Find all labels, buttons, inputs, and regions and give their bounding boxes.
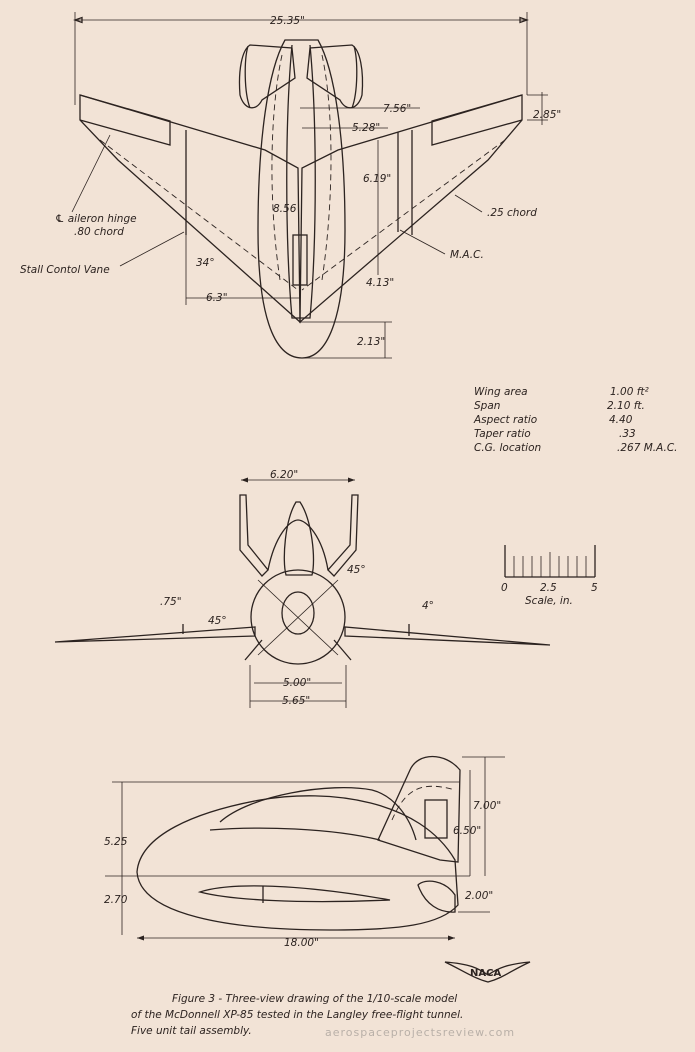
scale-tick-0: 0	[501, 582, 508, 594]
dim-285: 2.85"	[533, 109, 561, 121]
dim-528: 5.28"	[352, 122, 380, 134]
left-tail-fin-top	[238, 44, 296, 109]
right-aileron	[431, 94, 523, 146]
scale-label: Scale, in.	[525, 595, 573, 607]
dim-200: 2.00"	[465, 890, 493, 902]
top-view: 25.35" 7.56" 5.28" 2.85"	[20, 12, 561, 359]
scale-bar: 0 2.5 5 Scale, in.	[501, 545, 598, 607]
watermark: aerospaceprojectsreview.com	[325, 1026, 515, 1039]
spec-label-cg: C.G. location	[474, 442, 541, 454]
dim-650: 6.50"	[453, 825, 481, 837]
dim-620: 6.20"	[270, 469, 298, 481]
angle-45-lower: 45°	[208, 615, 227, 627]
dim-565: 5.65"	[282, 695, 310, 707]
spec-value-wing-area: 1.00 ft²	[610, 386, 650, 398]
spec-value-span: 2.10 ft.	[607, 400, 645, 412]
dim-270: 2.70	[104, 894, 128, 906]
spec-value-cg: .267 M.A.C.	[617, 442, 678, 454]
front-right-fin	[327, 494, 359, 577]
naca-logo: NACA	[444, 961, 531, 983]
spec-label-span: Span	[474, 400, 500, 412]
angle-45-upper: 45°	[347, 564, 366, 576]
side-tail-fin	[377, 756, 461, 863]
naca-logo-text: NACA	[470, 968, 501, 979]
spec-value-taper: .33	[619, 428, 636, 440]
specifications-table: Wing area 1.00 ft² Span 2.10 ft. Aspect …	[473, 386, 678, 454]
dim-856: 8.56	[273, 203, 297, 215]
label-aileron-hinge: ℄ aileron hinge	[55, 213, 137, 225]
front-right-wing	[344, 626, 551, 646]
spec-value-aspect: 4.40	[609, 414, 633, 426]
caption-line-1: Figure 3 - Three-view drawing of the 1/1…	[172, 993, 457, 1005]
label-aileron-chord: .80 chord	[74, 226, 124, 238]
spec-label-wing-area: Wing area	[474, 386, 528, 398]
front-view: 6.20" 45° 45° .75" 4° 5.00" 5.65"	[54, 469, 551, 708]
dim-213: 2.13"	[357, 336, 385, 348]
label-quarter-chord: .25 chord	[487, 207, 537, 219]
front-left-fin	[239, 494, 269, 577]
label-stall-vane: Stall Contol Vane	[20, 264, 110, 276]
front-fuselage	[250, 569, 346, 665]
spec-label-taper: Taper ratio	[474, 428, 531, 440]
dim-525: 5.25	[104, 836, 128, 848]
left-aileron	[79, 94, 171, 146]
figure-caption: Figure 3 - Three-view drawing of the 1/1…	[131, 993, 463, 1037]
scale-tick-5: 5	[591, 582, 598, 594]
spec-label-aspect: Aspect ratio	[473, 414, 537, 426]
dim-500: 5.00"	[283, 677, 311, 689]
label-mac: M.A.C.	[450, 249, 484, 261]
front-left-wing	[54, 626, 256, 643]
scale-tick-25: 2.5	[540, 582, 557, 594]
dim-75: .75"	[160, 596, 182, 608]
angle-34: 34°	[196, 257, 215, 269]
right-tail-fin-top	[306, 44, 364, 109]
dim-619: 6.19"	[363, 173, 391, 185]
angle-4: 4°	[422, 600, 434, 612]
dim-span: 25.35"	[270, 15, 305, 27]
caption-line-2: of the McDonnell XP-85 tested in the Lan…	[131, 1009, 463, 1021]
dim-63: 6.3"	[206, 292, 228, 304]
dim-1800: 18.00"	[284, 937, 319, 949]
dim-700: 7.00"	[473, 800, 501, 812]
side-view: 5.25 2.70 7.00" 6.50" 2.00" 18.00"	[104, 756, 505, 949]
caption-line-3: Five unit tail assembly.	[131, 1025, 252, 1037]
dim-413: 4.13"	[366, 277, 394, 289]
side-fuselage	[136, 795, 459, 931]
dim-756: 7.56"	[383, 103, 411, 115]
